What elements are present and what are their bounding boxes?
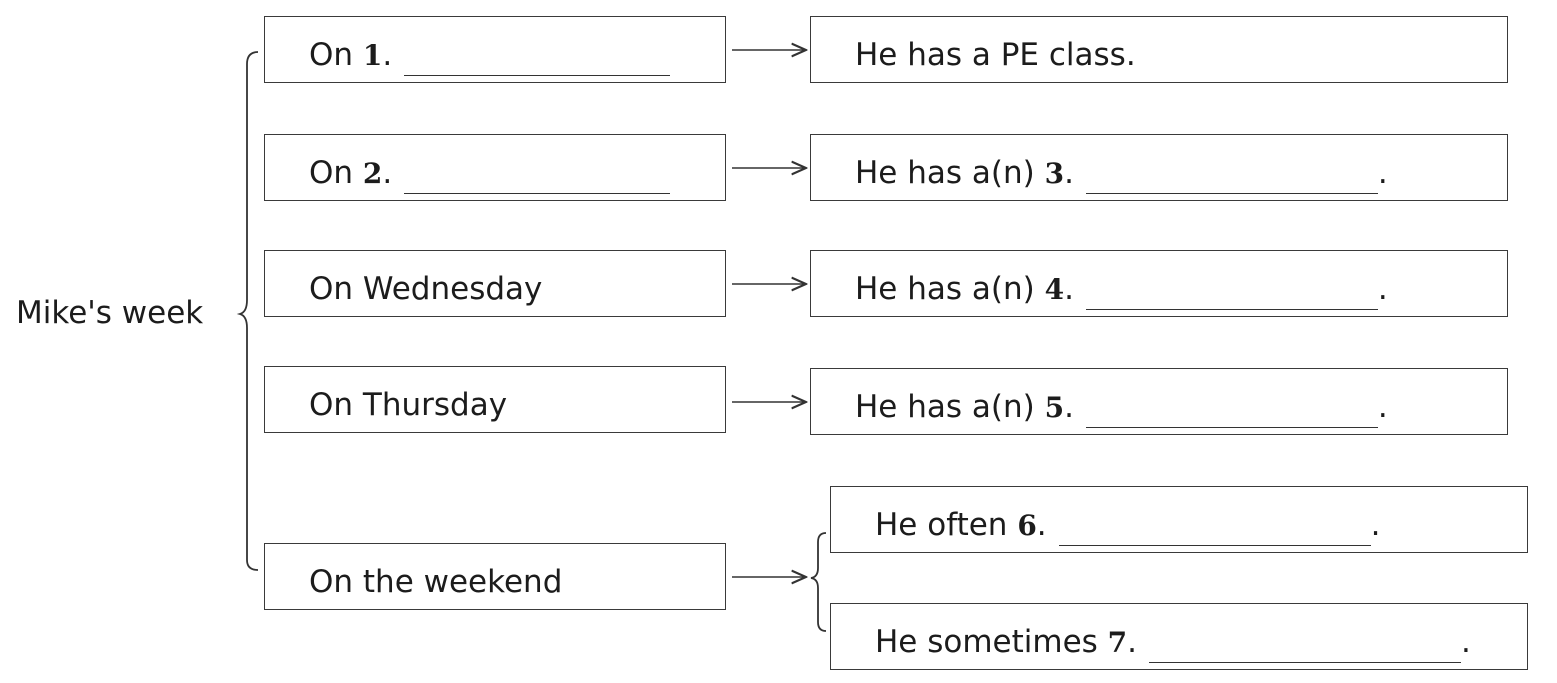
answer-blank-2[interactable] <box>404 163 671 194</box>
result-box-1: He has a PE class. <box>810 16 1508 83</box>
day-label-2: On <box>309 155 363 191</box>
blank-number-7: 7 <box>1107 626 1128 659</box>
weekend-brace <box>810 532 827 632</box>
blank-number-5: 5 <box>1044 391 1065 424</box>
result-text-3: He has a(n) <box>855 271 1045 307</box>
answer-blank-7[interactable] <box>1149 632 1462 663</box>
result-box-3: He has a(n) 4.. <box>810 250 1508 317</box>
blank-number-6: 6 <box>1017 509 1037 542</box>
result-text-4: He has a(n) <box>855 389 1045 425</box>
day-label-3: On Wednesday <box>309 271 543 307</box>
day-label-weekend: On the weekend <box>309 564 563 600</box>
diagram-title: Mike's week <box>16 295 204 331</box>
main-brace <box>236 51 259 571</box>
day-label-4: On Thursday <box>309 387 508 423</box>
answer-blank-4[interactable] <box>1085 279 1378 310</box>
blank-number-4: 4 <box>1044 273 1065 306</box>
result-box-4: He has a(n) 5.. <box>810 368 1508 435</box>
result-box-2: He has a(n) 3.. <box>810 134 1508 201</box>
result-text-2: He has a(n) <box>855 155 1045 191</box>
day-box-3: On Wednesday <box>264 250 726 317</box>
result-text-6: He often <box>875 507 1018 543</box>
day-box-4: On Thursday <box>264 366 726 433</box>
answer-blank-3[interactable] <box>1085 163 1378 194</box>
result-text-7: He sometimes <box>875 624 1108 660</box>
answer-blank-1[interactable] <box>404 45 671 76</box>
blank-number-1: 1 <box>362 39 383 72</box>
day-box-1: On 1. <box>264 16 726 83</box>
day-box-2: On 2. <box>264 134 726 201</box>
result-box-6: He often 6.. <box>830 486 1528 553</box>
result-text-1: He has a PE class. <box>855 37 1136 73</box>
result-box-7: He sometimes 7.. <box>830 603 1528 670</box>
answer-blank-6[interactable] <box>1058 515 1371 546</box>
day-label-1: On <box>309 37 363 73</box>
day-box-weekend: On the weekend <box>264 543 726 610</box>
blank-number-2: 2 <box>362 157 383 190</box>
answer-blank-5[interactable] <box>1085 397 1378 428</box>
blank-number-3: 3 <box>1044 157 1065 190</box>
